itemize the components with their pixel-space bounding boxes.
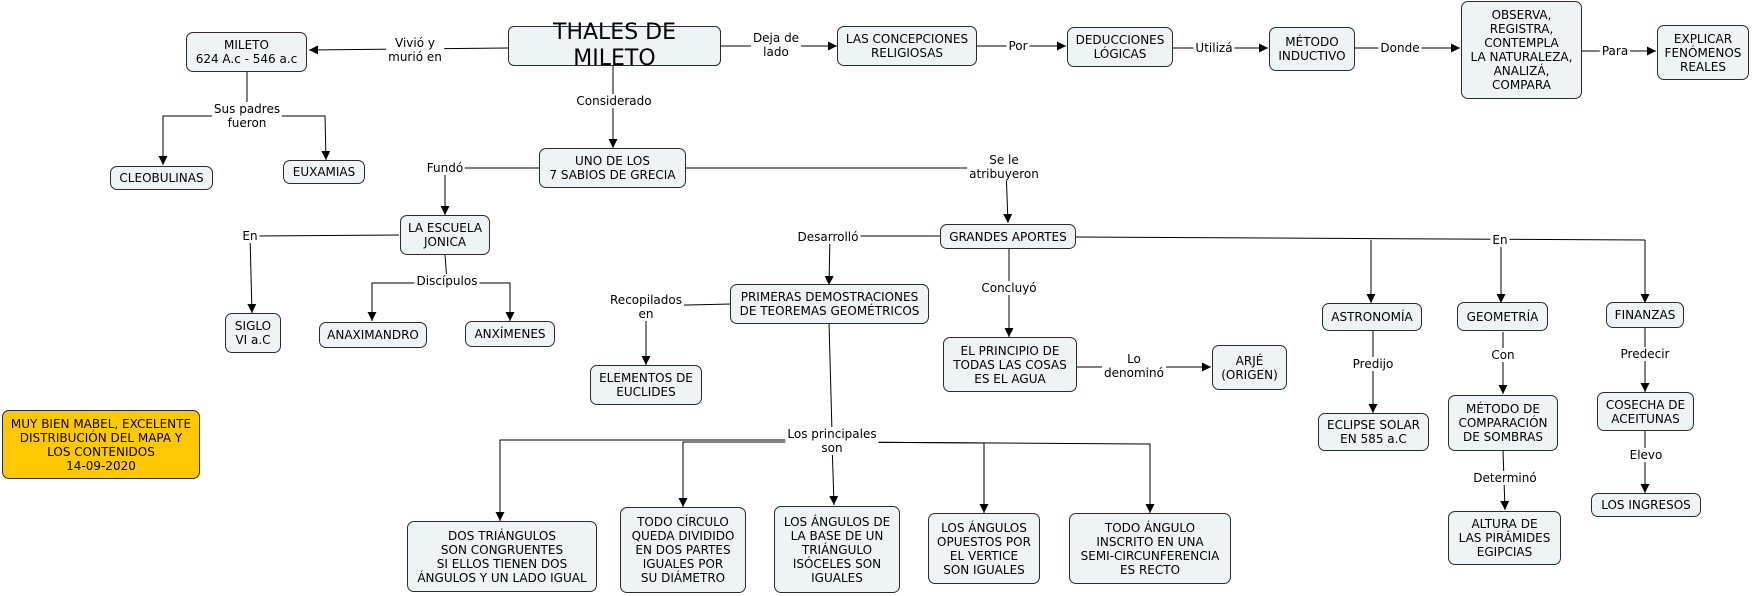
label-discipulos: Discípulos — [414, 274, 480, 288]
node-concepciones: LAS CONCEPCIONES RELIGIOSAS — [837, 26, 977, 66]
edge-teoremas-t2 — [678, 441, 832, 507]
node-cosecha-aceitunas: COSECHA DE ACEITUNAS — [1597, 392, 1694, 431]
label-concluyo: Concluyó — [979, 281, 1039, 295]
label-elevo: Elevo — [1627, 448, 1665, 462]
label-donde: Donde — [1378, 41, 1422, 55]
node-observa: OBSERVA, REGISTRA, CONTEMPLA LA NATURALE… — [1461, 1, 1582, 99]
node-mileto: MILETO 624 A.c - 546 a.c — [186, 32, 307, 72]
node-metodo-inductivo: MÉTODO INDUCTIVO — [1269, 27, 1355, 71]
node-demostraciones: PRIMERAS DEMOSTRACIONES DE TEOREMAS GEOM… — [730, 284, 929, 324]
node-anaximandro: ANAXIMANDRO — [319, 322, 427, 348]
edge-sabios-aportes — [686, 167, 1013, 224]
label-por: Por — [1006, 39, 1030, 53]
label-principales: Los principales son — [785, 427, 879, 455]
node-elementos-euclides: ELEMENTOS DE EUCLIDES — [590, 365, 702, 405]
teacher-comment-note: MUY BIEN MABEL, EXCELENTE DISTRIBUCIÓN D… — [2, 410, 200, 479]
label-recopilados: Recopilados en — [608, 293, 684, 321]
node-euxamias: EUXAMIAS — [283, 160, 365, 184]
label-en-aportes: En — [1490, 233, 1510, 247]
edge-demostraciones-teoremas — [828, 321, 833, 433]
node-teorema-inscrito: TODO ÁNGULO INSCRITO EN UNA SEMI-CIRCUNF… — [1069, 513, 1231, 584]
node-comparacion-sombras: MÉTODO DE COMPARACIÓN DE SOMBRAS — [1448, 395, 1558, 451]
edge-discipulos-anaximandro — [367, 282, 447, 321]
node-teorema-circulo: TODO CÍRCULO QUEDA DIVIDIDO EN DOS PARTE… — [620, 507, 746, 593]
label-denomino: Lo denominó — [1102, 352, 1166, 380]
label-para: Para — [1599, 44, 1631, 58]
label-desarrollo: Desarrolló — [795, 230, 861, 244]
node-ingresos: LOS INGRESOS — [1591, 493, 1701, 517]
node-deducciones: DEDUCCIONES LÓGICAS — [1067, 27, 1173, 67]
label-fundo: Fundó — [424, 161, 466, 175]
node-teorema-isosceles: LOS ÁNGULOS DE LA BASE DE UN TRIÁNGULO I… — [774, 506, 900, 593]
label-considerado: Considerado — [574, 94, 654, 108]
node-principio-agua: EL PRINCIPIO DE TODAS LAS COSAS ES EL AG… — [943, 337, 1077, 392]
node-teorema-triangulos: DOS TRIÁNGULOS SON CONGRUENTES SI ELLOS … — [407, 521, 597, 592]
node-sabios: UNO DE LOS 7 SABIOS DE GRECIA — [539, 148, 686, 188]
edge-aportes-areas — [1075, 236, 1646, 241]
label-determino: Determinó — [1471, 471, 1539, 485]
edge-discipulos-anaximenes — [447, 282, 515, 321]
topic-thales: THALES DE MILETO — [508, 20, 721, 71]
node-cleobulinas: CLEOBULINAS — [110, 166, 213, 190]
edge-teoremas-t1 — [495, 439, 832, 521]
label-utiliza: Utilizá — [1193, 41, 1235, 55]
label-vivio: Vivió y murió en — [386, 36, 444, 64]
label-atribuyeron: Se le atribuyeron — [967, 153, 1041, 181]
node-grandes-aportes: GRANDES APORTES — [940, 224, 1076, 249]
label-predecir: Predecir — [1618, 347, 1672, 361]
edge-escuela-siglo — [247, 234, 400, 314]
edge-sabios-escuela — [440, 167, 539, 215]
node-teorema-opuestos: LOS ÁNGULOS OPUESTOS POR EL VERTICE SON … — [928, 513, 1040, 584]
node-siglo: SIGLO VI a.C — [225, 313, 281, 353]
label-predijo: Predijo — [1350, 357, 1396, 371]
node-finanzas: FINANZAS — [1606, 302, 1684, 328]
label-con: Con — [1489, 348, 1517, 362]
node-arje: ARJÉ (ORIGEN) — [1212, 345, 1287, 390]
node-piramides: ALTURA DE LAS PIRÁMIDES EGIPCIAS — [1448, 511, 1561, 565]
label-en-escuela: En — [240, 229, 260, 243]
node-geometria: GEOMETRÍA — [1457, 302, 1548, 331]
node-anaximenes: ANXÍMENES — [465, 321, 555, 347]
label-deja: Deja de lado — [750, 31, 802, 59]
node-astronomia: ASTRONOMÍA — [1322, 303, 1422, 331]
node-escuela-jonica: LA ESCUELA JONICA — [400, 215, 490, 255]
node-eclipse: ECLIPSE SOLAR EN 585 a.C — [1318, 413, 1429, 451]
label-padres: Sus padres fueron — [211, 102, 283, 130]
edge-teoremas-t5 — [831, 441, 1155, 513]
node-explicar: EXPLICAR FENÓMENOS REALES — [1657, 25, 1749, 80]
